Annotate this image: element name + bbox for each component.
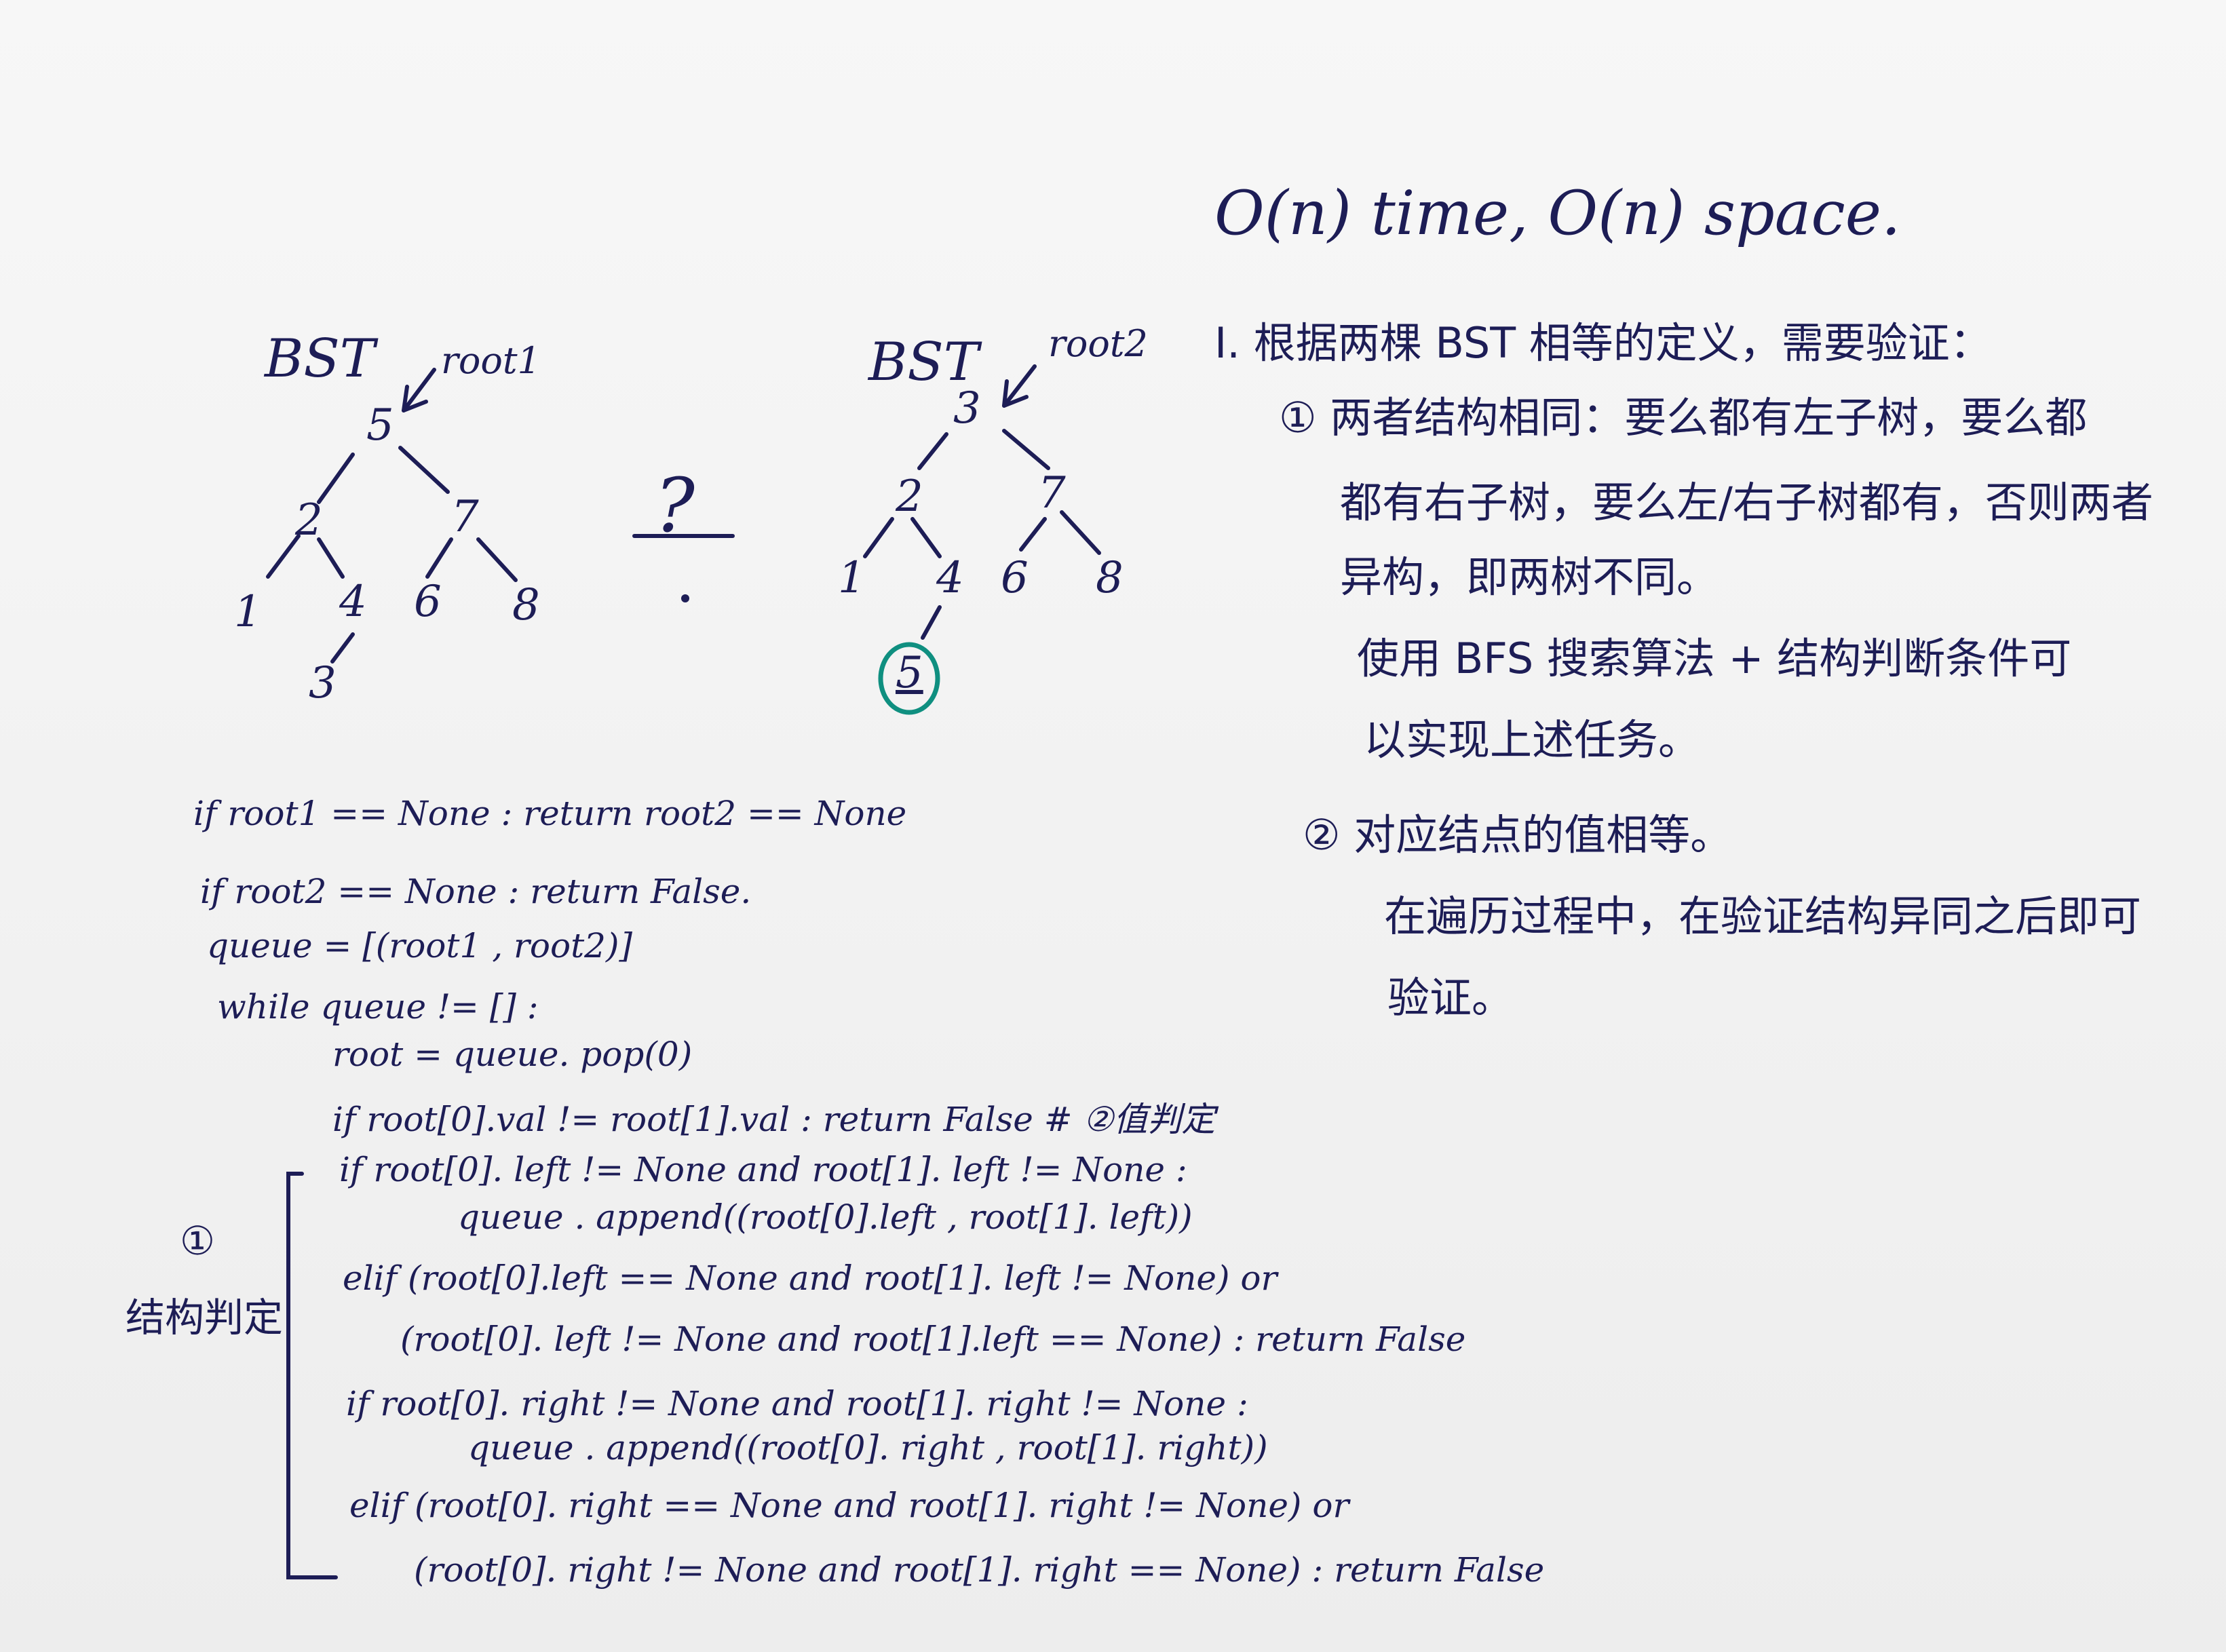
tree2-edge <box>1019 517 1047 552</box>
tree2-edge <box>863 517 894 558</box>
note-line: 验证。 <box>1387 973 1514 1022</box>
tree2-edge <box>1002 429 1050 470</box>
tree1-edge <box>317 537 345 579</box>
code-line: while queue != [] : <box>217 987 539 1026</box>
tree2-node: 2 <box>896 472 923 522</box>
code-line: if root[0]. right != None and root[1]. r… <box>346 1384 1248 1423</box>
code-line: (root[0]. left != None and root[1].left … <box>400 1320 1466 1359</box>
structure-bracket <box>286 1172 338 1579</box>
tree2-node: 1 <box>838 553 866 603</box>
tree2-node: 6 <box>1001 553 1029 603</box>
complexity-text: O(n) time, O(n) space. <box>1214 178 1901 249</box>
tree1-node: 6 <box>414 577 442 627</box>
tree1-node: 5 <box>366 400 394 450</box>
bracket-label-number: ① <box>180 1218 215 1264</box>
code-line: elif (root[0]. right == None and root[1]… <box>349 1486 1349 1525</box>
tree2-label: BST <box>868 332 979 393</box>
tree1-node: 8 <box>512 580 540 630</box>
tree2-edge <box>921 605 942 640</box>
note-line: 以实现上述任务。 <box>1364 715 1701 765</box>
tree2-edge <box>1060 510 1101 555</box>
tree2-node: 8 <box>1096 553 1124 603</box>
tree1-edge <box>330 632 355 664</box>
tree1-edge <box>476 537 518 582</box>
bracket-label-text: 结构判定 <box>126 1294 284 1341</box>
tree1-pointer-label: root1 <box>441 339 541 382</box>
tree2-arrow <box>1002 364 1037 408</box>
tree1-node: 2 <box>295 495 323 545</box>
note-line: ② 对应结点的值相等。 <box>1303 810 1733 860</box>
code-line: (root[0]. right != None and root[1]. rig… <box>414 1550 1545 1590</box>
compare-symbol: ? <box>655 462 695 549</box>
code-line: if root2 == None : return False. <box>200 872 752 911</box>
tree1-label: BST <box>265 328 375 389</box>
tree1-edge <box>317 453 355 504</box>
note-line: 在遍历过程中，在验证结构异同之后即可 <box>1384 891 2142 941</box>
tree1-node: 4 <box>339 577 367 627</box>
code-line: root = queue. pop(0) <box>332 1035 693 1074</box>
tree2-arrow-head <box>1002 379 1029 408</box>
highlight-circle <box>878 642 940 715</box>
tree2-node: 3 <box>953 383 981 434</box>
tree1-node: 7 <box>451 492 479 542</box>
tree1-node: 3 <box>309 658 337 708</box>
code-line: if root1 == None : return root2 == None <box>193 794 907 833</box>
note-line: 使用 BFS 搜索算法 + 结构判断条件可 <box>1357 634 2072 683</box>
code-line: elif (root[0].left == None and root[1]. … <box>343 1259 1278 1298</box>
compare-dot <box>681 594 689 602</box>
note-line: 都有右子树，要么左/右子树都有，否则两者 <box>1340 478 2153 527</box>
tree1-arrow <box>402 368 436 412</box>
tree2-node: 7 <box>1038 468 1066 518</box>
code-line: queue = [(root1 , root2)] <box>207 926 633 965</box>
code-line: queue . append((root[0].left , root[1]. … <box>458 1197 1193 1237</box>
note-line: I. 根据两棵 BST 相等的定义，需要验证： <box>1214 318 1992 368</box>
note-line: 异构，即两树不同。 <box>1340 552 1719 602</box>
tree2-node: 4 <box>936 553 964 603</box>
code-line: if root[0]. left != None and root[1]. le… <box>339 1150 1187 1189</box>
tree1-node: 1 <box>234 587 262 637</box>
tree2-edge <box>917 432 948 470</box>
tree2-node-highlighted: 5 <box>896 648 923 698</box>
tree2-edge <box>910 517 942 558</box>
tree1-edge <box>398 446 450 494</box>
tree1-edge <box>425 537 453 579</box>
tree1-arrow-head <box>402 385 428 412</box>
code-line: queue . append((root[0]. right , root[1]… <box>468 1428 1268 1467</box>
note-line: ① 两者结构相同：要么都有左子树，要么都 <box>1279 393 2088 442</box>
tree2-pointer-label: root2 <box>1048 322 1148 365</box>
code-line: if root[0].val != root[1].val : return F… <box>332 1100 1216 1139</box>
tree1-edge <box>266 534 301 579</box>
